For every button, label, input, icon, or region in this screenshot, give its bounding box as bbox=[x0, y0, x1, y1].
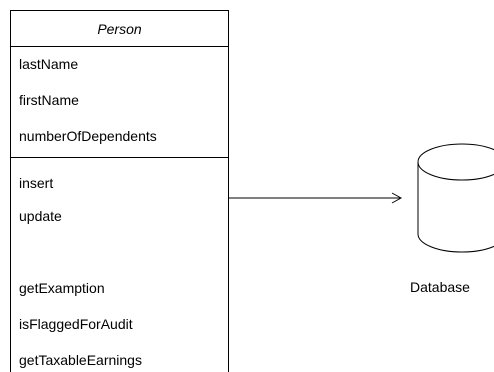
class-name: Person bbox=[11, 11, 228, 47]
database-label: Database bbox=[410, 279, 470, 295]
operation-getexamption: getExamption bbox=[19, 280, 105, 296]
operation-update: update bbox=[19, 208, 62, 224]
attribute-numberofdependents: numberOfDependents bbox=[19, 128, 157, 144]
operation-isflaggedforaudit: isFlaggedForAudit bbox=[19, 316, 133, 332]
database-cylinder-icon bbox=[417, 143, 494, 253]
attribute-firstname: firstName bbox=[19, 92, 79, 108]
association-arrowhead bbox=[391, 192, 403, 204]
operation-insert: insert bbox=[19, 175, 54, 191]
operation-gettaxableearnings: getTaxableEarnings bbox=[19, 352, 142, 368]
person-class-box: Person lastName firstName numberOfDepend… bbox=[10, 10, 229, 372]
compartment-divider bbox=[11, 157, 228, 158]
attribute-lastname: lastName bbox=[19, 56, 79, 72]
